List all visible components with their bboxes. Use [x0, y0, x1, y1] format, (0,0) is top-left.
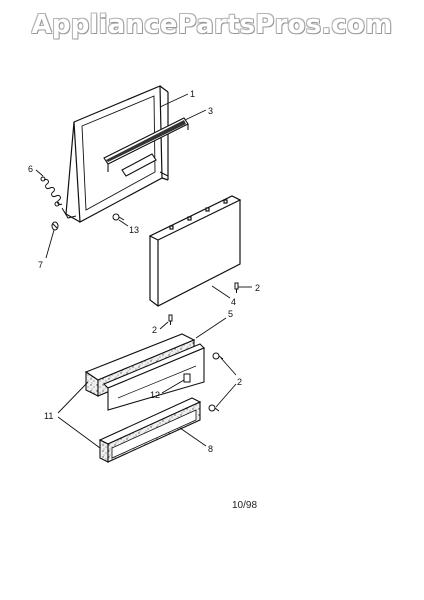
callout-3: 3 [208, 106, 213, 116]
latch-bracket-part [103, 117, 189, 177]
callout-2-middle: 2 [152, 325, 157, 335]
callout-7: 7 [38, 260, 43, 270]
clip-12-part [183, 373, 191, 383]
callout-8: 8 [208, 444, 213, 454]
callout-6: 6 [28, 164, 33, 174]
screw-2b-part [168, 314, 173, 325]
callout-1: 1 [190, 89, 195, 99]
callout-13: 13 [129, 225, 139, 235]
screw-13-part [112, 213, 125, 221]
screw-2a-part [234, 282, 239, 293]
screw-2c-part [208, 352, 224, 412]
callout-2-upper: 2 [255, 283, 260, 293]
callout-4: 4 [231, 297, 236, 307]
kick-panel-upper-part [84, 333, 205, 411]
callout-11: 11 [44, 411, 53, 421]
site-watermark: AppliancePartsPros.com [31, 10, 393, 40]
leader-lines [35, 93, 252, 449]
callout-12: 12 [150, 390, 160, 400]
callout-2-lower: 2 [237, 377, 242, 387]
spring-clip-part [51, 221, 59, 231]
callout-5: 5 [228, 309, 233, 319]
outer-door-panel-part [148, 195, 242, 307]
kick-panel-lower-part [98, 397, 202, 463]
door-spring-part [40, 176, 63, 207]
date-code: 10/98 [232, 500, 258, 511]
